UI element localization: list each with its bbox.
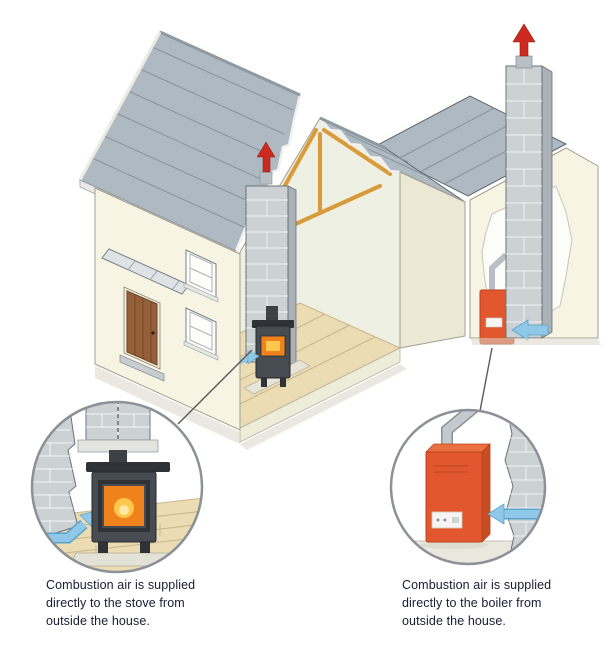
boiler-panel <box>485 317 503 328</box>
combustion-air-arrow-icon <box>487 503 540 525</box>
boiler-side-face <box>481 443 491 543</box>
caption-line: Combustion air is supplied <box>46 578 196 592</box>
callout-ring <box>389 408 547 566</box>
truss-rafter-right <box>322 128 392 176</box>
fire-glow <box>266 341 280 351</box>
terminal-collar <box>259 171 273 185</box>
window-lower <box>183 307 219 361</box>
window-inner-frame <box>189 311 213 351</box>
leader-line-stove <box>177 349 253 425</box>
boiler-shadow <box>420 541 488 549</box>
front-door <box>119 286 165 382</box>
caption-line: outside the house. <box>46 614 150 628</box>
door-knob <box>151 331 155 335</box>
ground-shadow <box>470 338 601 345</box>
panel-display <box>452 517 459 523</box>
window-inner-frame <box>189 253 213 293</box>
flue-terminal-icon <box>512 23 536 69</box>
caption-line: directly to the stove from <box>46 596 185 610</box>
stove-leg-right <box>140 542 150 553</box>
roof-ridge <box>159 30 301 97</box>
verge-board <box>78 31 162 181</box>
leader-line-boiler <box>479 347 493 412</box>
stove-leg-left <box>261 378 267 387</box>
door-plank-lines <box>134 295 152 362</box>
terminal-cowl <box>512 23 536 57</box>
panel-knob <box>436 518 440 522</box>
canopy-rib-lines <box>127 260 180 291</box>
stove-unit-house <box>230 306 311 395</box>
stove-flue-pipe <box>266 306 278 322</box>
panel-knob <box>443 518 447 522</box>
terminal-collar <box>515 55 533 69</box>
window-sash <box>189 267 213 279</box>
terminal-cowl <box>256 141 276 173</box>
arrow-head <box>247 350 260 365</box>
caption-line: outside the house. <box>402 614 506 628</box>
callout-ring <box>30 400 204 574</box>
window-sash <box>189 325 213 337</box>
ground-shadow <box>95 366 240 444</box>
flue-terminal-icon <box>256 141 276 185</box>
boiler-top-face <box>425 443 491 453</box>
roof-ridge <box>319 116 386 150</box>
window-sill <box>183 340 219 361</box>
side-wall-connector <box>399 171 466 349</box>
torn-roof-edge <box>319 117 401 174</box>
stove-leg-left <box>98 542 108 553</box>
stove-leg-right <box>280 378 286 387</box>
front-wall <box>94 187 241 444</box>
window-sill <box>183 282 219 303</box>
boiler-vent-lines <box>434 465 468 473</box>
boiler-control-panel <box>431 511 463 529</box>
stove-flue-pipe <box>109 450 127 464</box>
door-step <box>119 354 165 382</box>
boiler-caption: Combustion air is supplied directly to t… <box>402 576 586 630</box>
roof-tile-lines <box>91 46 294 229</box>
arrow-head <box>487 503 505 525</box>
caption-line: Combustion air is supplied <box>402 578 552 592</box>
stove-caption: Combustion air is supplied directly to t… <box>46 576 222 630</box>
chimney-side-face <box>541 65 553 339</box>
main-roof-rear <box>319 116 466 203</box>
stove-top-plate <box>86 462 170 472</box>
combustion-air-arrow-icon <box>511 319 549 341</box>
external-chimney <box>505 23 553 341</box>
door-leaf <box>126 290 158 366</box>
fire-glow-core <box>119 505 129 515</box>
roof-tile-lines <box>344 132 432 179</box>
caption-line: directly to the boiler from <box>402 596 542 610</box>
ground-shadow <box>240 364 407 450</box>
boiler-flue-pipe <box>489 252 509 290</box>
boiler-callout <box>389 408 547 566</box>
window-upper <box>183 249 219 303</box>
front-wall-face <box>94 187 241 431</box>
stove-callout <box>30 400 204 574</box>
stove-door-frame <box>98 480 150 532</box>
